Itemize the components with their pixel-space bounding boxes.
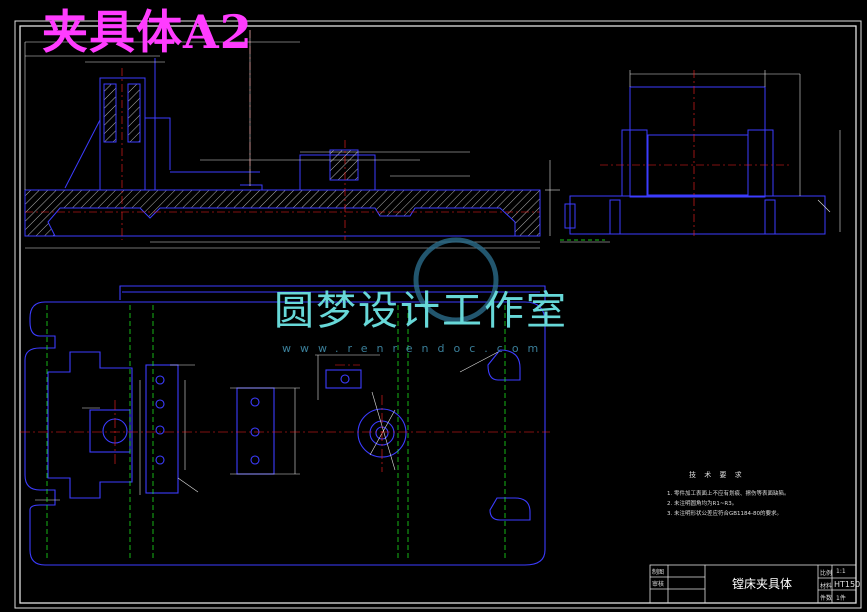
scale-value: 1:1: [836, 568, 846, 575]
watermark-text: 圆梦设计工作室: [274, 288, 568, 334]
drawing-frame: [14, 20, 862, 609]
material-value: HT150: [834, 580, 861, 589]
watermark-logo: [413, 237, 499, 323]
side-view: [560, 70, 841, 243]
quantity-value: 1件: [836, 595, 846, 602]
tech-note: 2. 未注明圆角均为R1~R3。: [667, 501, 738, 507]
quantity-label: 件数: [820, 595, 833, 602]
drawn-label: 制图: [652, 569, 665, 576]
tech-requirements-title: 技 术 要 求: [689, 471, 745, 479]
front-section-view: [24, 30, 560, 249]
title-block: [649, 564, 857, 604]
tech-requirements-notes: 1. 零件加工表面上不应有划痕、擦伤等表面缺陷。 2. 未注明圆角均为R1~R3…: [667, 489, 790, 519]
checked-label: 审核: [652, 581, 665, 588]
drawing-title: 夹具体A2: [42, 5, 253, 59]
watermark-url: www.renrendoc.com: [282, 342, 548, 355]
material-label: 材料: [820, 583, 833, 590]
plan-view: [20, 285, 550, 566]
scale-label: 比例: [820, 570, 833, 577]
part-name: 镗床夹具体: [732, 577, 793, 591]
tech-note: 1. 零件加工表面上不应有划痕、擦伤等表面缺陷。: [667, 491, 790, 497]
tech-note: 3. 未注明形状公差应符合GB1184-80的要求。: [667, 511, 783, 517]
